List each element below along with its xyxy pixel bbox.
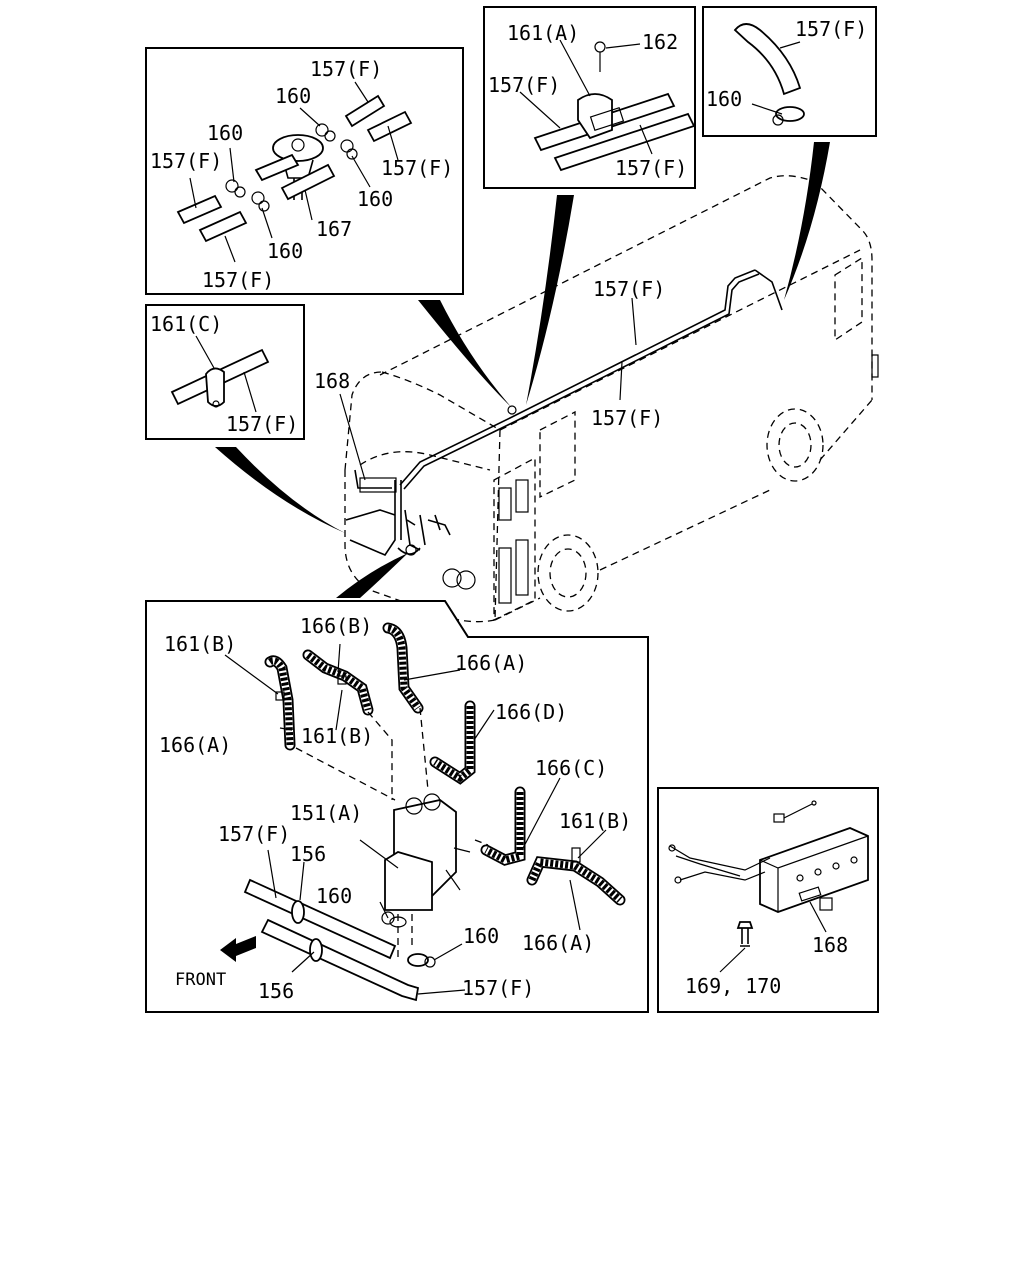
front-arrow-icon xyxy=(220,936,256,962)
mid-left-inset-box xyxy=(145,304,305,440)
top-right-inset-box xyxy=(702,6,877,137)
label: 157(F) xyxy=(591,406,663,430)
bus-leaders xyxy=(339,297,637,481)
label: 166(B) xyxy=(300,614,372,638)
label: 157(F) xyxy=(218,822,290,846)
top-left-inset-box xyxy=(145,47,464,295)
bottom-right-inset-box xyxy=(657,787,879,1013)
label: 161(A) xyxy=(507,21,579,45)
label: 168 xyxy=(314,369,350,393)
label: 166(C) xyxy=(535,756,607,780)
label: FRONT xyxy=(175,970,226,990)
label: 166(D) xyxy=(495,700,567,724)
top-mid-inset-box xyxy=(483,6,696,189)
label: 166(A) xyxy=(455,651,527,675)
label: 161(C) xyxy=(150,312,222,336)
label: 157(F) xyxy=(310,57,382,81)
label: 160 xyxy=(316,884,352,908)
label: 167 xyxy=(316,217,352,241)
leader-wedges xyxy=(215,142,830,598)
label: 161(B) xyxy=(301,724,373,748)
label: 160 xyxy=(207,121,243,145)
label: 160 xyxy=(275,84,311,108)
label: 157(F) xyxy=(462,976,534,1000)
label: 161(B) xyxy=(164,632,236,656)
label: 157(F) xyxy=(381,156,453,180)
label: 157(F) xyxy=(593,277,665,301)
label: 160 xyxy=(357,187,393,211)
label: 168 xyxy=(812,933,848,957)
label: 157(F) xyxy=(488,73,560,97)
front-pipework xyxy=(345,469,451,556)
bottom-main-inset-box xyxy=(145,600,649,1013)
label: 156 xyxy=(290,842,326,866)
bus-outline xyxy=(344,175,879,623)
label: 169, 170 xyxy=(685,974,781,998)
label: 157(F) xyxy=(795,17,867,41)
label: 157(F) xyxy=(150,149,222,173)
label: 162 xyxy=(642,30,678,54)
label: 160 xyxy=(463,924,499,948)
label: 160 xyxy=(267,239,303,263)
label: 166(A) xyxy=(159,733,231,757)
roof-washer-tube xyxy=(399,269,783,490)
label: 157(F) xyxy=(226,412,298,436)
label: 156 xyxy=(258,979,294,1003)
label: 151(A) xyxy=(290,801,362,825)
label: 161(B) xyxy=(559,809,631,833)
label: 157(F) xyxy=(202,268,274,292)
label: 166(A) xyxy=(522,931,594,955)
label: 157(F) xyxy=(615,156,687,180)
label: 160 xyxy=(706,87,742,111)
